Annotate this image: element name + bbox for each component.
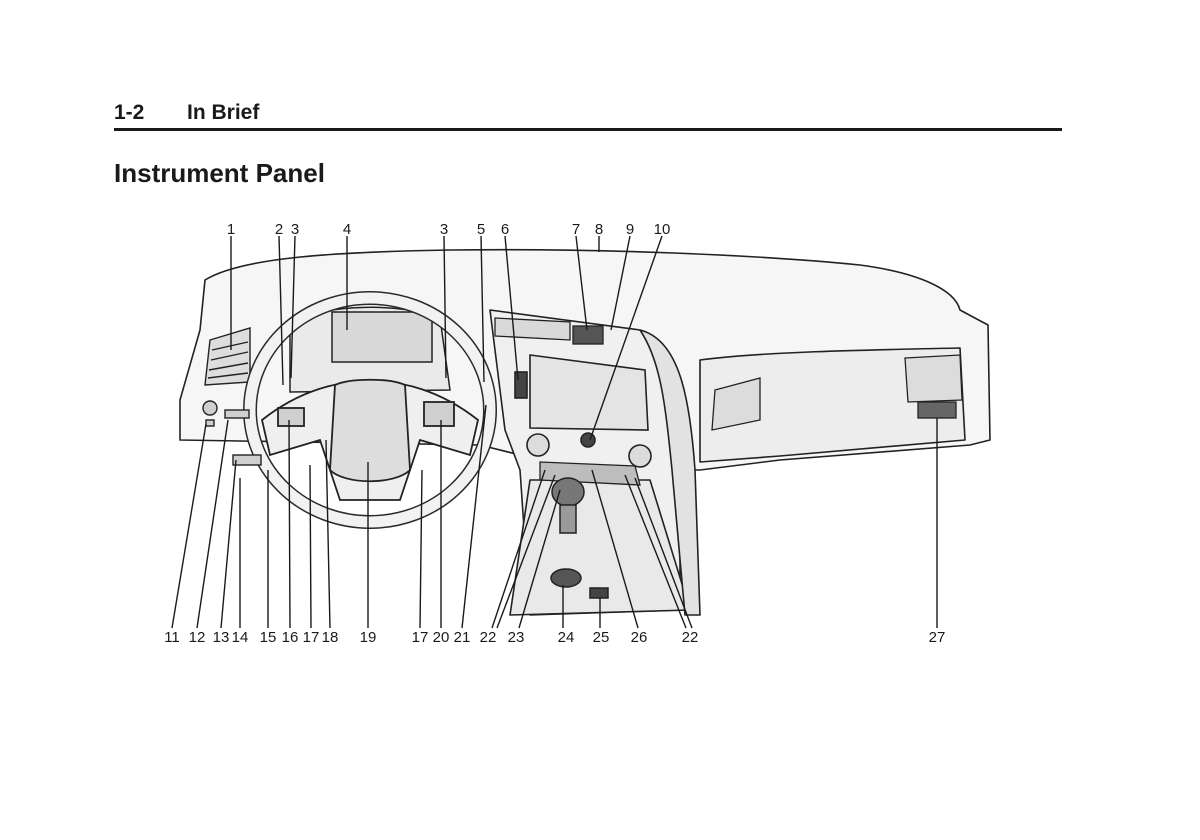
callout-bottom-26: 26 [631, 629, 648, 646]
steering-wheel [243, 291, 497, 529]
callout-bottom-22: 22 [682, 629, 699, 646]
callout-top-9: 9 [626, 221, 634, 238]
page-title: Instrument Panel [114, 158, 325, 188]
callout-bottom-21: 21 [454, 629, 471, 646]
instrument-cluster [289, 306, 451, 393]
shift-lever [550, 477, 609, 599]
callout-bottom-16: 16 [282, 629, 299, 646]
callout-top-2: 2 [275, 221, 283, 238]
callout-top-10: 10 [654, 221, 671, 238]
callout-bottom-13: 13 [213, 629, 230, 646]
callout-bottom-17: 17 [412, 629, 429, 646]
right-air-vents [711, 354, 963, 431]
infotainment-screen [514, 354, 652, 468]
left-controls [202, 400, 262, 466]
page-header: 1-2 In Brief [114, 101, 1062, 131]
callout-bottom-24: 24 [558, 629, 575, 646]
callout-top-7: 7 [572, 221, 580, 238]
callout-bottom-19: 19 [360, 629, 377, 646]
callout-top-8: 8 [595, 221, 603, 238]
callout-bottom-20: 20 [433, 629, 450, 646]
callout-bottom-22: 22 [480, 629, 497, 646]
callout-bottom-12: 12 [189, 629, 206, 646]
header-rule [114, 128, 1062, 131]
page-number: 1-2 [114, 101, 145, 124]
left-air-vent [204, 327, 251, 386]
callout-top-6: 6 [501, 221, 509, 238]
callout-bottom-23: 23 [508, 629, 525, 646]
callout-bottom-17: 17 [303, 629, 320, 646]
callout-bottom-15: 15 [260, 629, 277, 646]
callout-top-3: 3 [291, 221, 299, 238]
callout-top-5: 5 [477, 221, 485, 238]
callout-top-1: 1 [227, 221, 235, 238]
callout-bottom-14: 14 [232, 629, 249, 646]
callout-top-4: 4 [343, 221, 351, 238]
callout-bottom-27: 27 [929, 629, 946, 646]
callout-top-3: 3 [440, 221, 448, 238]
callout-bottom-11: 11 [164, 629, 180, 646]
leader-lines [171, 235, 938, 629]
console-side [639, 329, 701, 616]
callout-bottom-18: 18 [322, 629, 339, 646]
callout-bottom-25: 25 [593, 629, 610, 646]
section-title: In Brief [187, 101, 260, 124]
